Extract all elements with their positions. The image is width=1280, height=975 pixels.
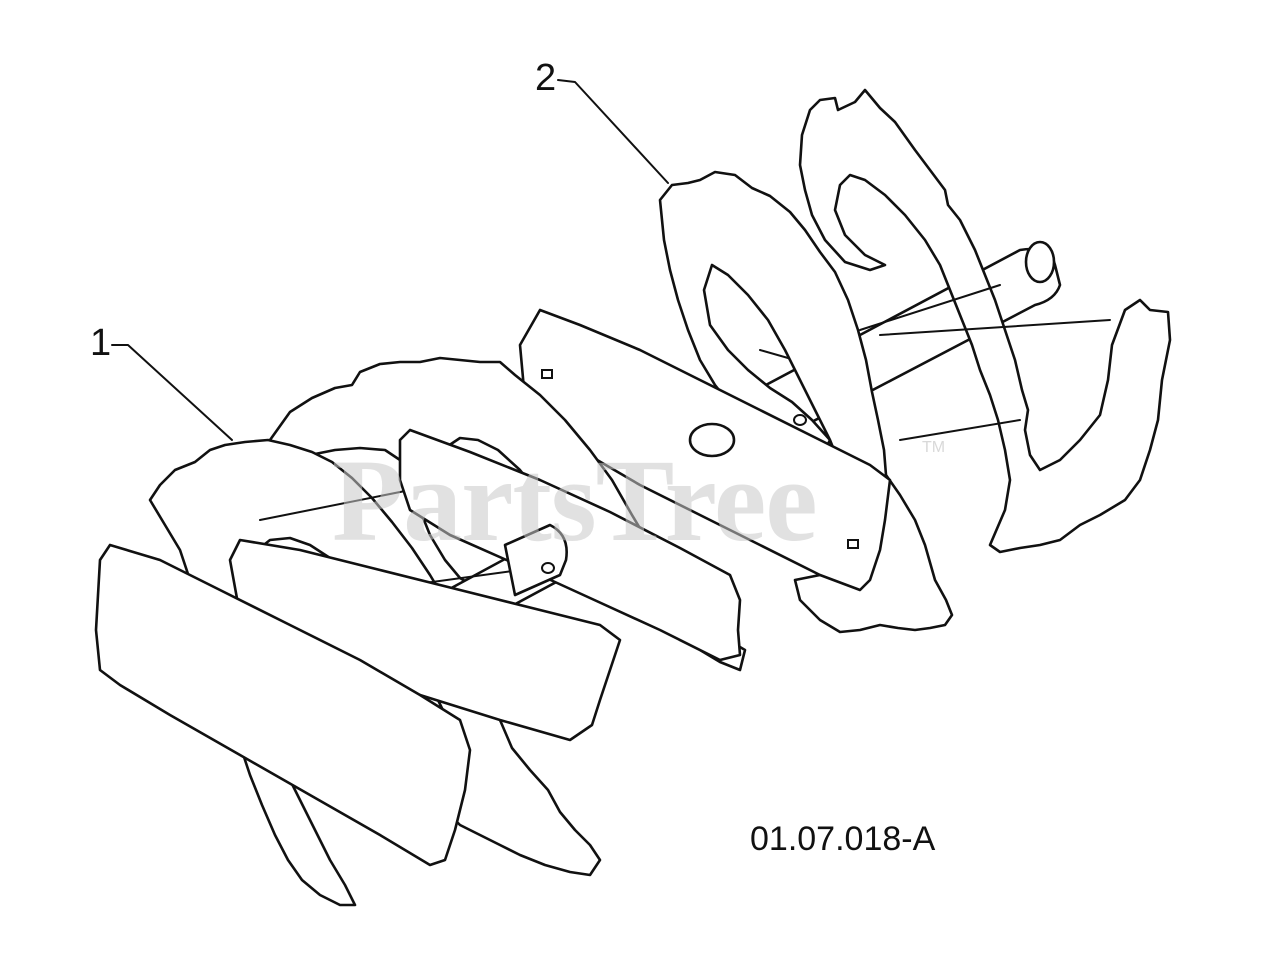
- left-hub-sleeve: [503, 523, 568, 597]
- right-rivet-b: [847, 539, 859, 549]
- watermark-trademark: TM: [922, 439, 945, 456]
- reference-code: 01.07.018-A: [750, 820, 936, 858]
- callout-2: 2: [535, 57, 669, 184]
- right-flight-back: [798, 88, 1172, 554]
- right-spoke-b: [879, 319, 1111, 336]
- callout-2-leader: [557, 79, 669, 184]
- callout-1-label: 1: [90, 322, 111, 364]
- right-spoke-c: [899, 419, 1021, 441]
- left-paddle-middle: [398, 428, 742, 662]
- left-paddle-front: [94, 543, 472, 867]
- auger-assembly-left: [94, 356, 747, 907]
- right-spoke-a: [859, 284, 1001, 331]
- callout-2-label: 2: [535, 57, 556, 99]
- right-bolt: [793, 414, 807, 426]
- callout-1-leader: [111, 344, 233, 441]
- watermark: PartsTree TM: [332, 435, 945, 566]
- callout-1: 1: [90, 322, 233, 441]
- right-hub: [688, 422, 736, 458]
- left-bolt: [541, 562, 555, 574]
- right-shaft-end: [1024, 240, 1056, 284]
- watermark-text: PartsTree: [332, 435, 817, 566]
- right-rivet-a: [541, 369, 553, 379]
- left-spoke-a: [259, 489, 411, 521]
